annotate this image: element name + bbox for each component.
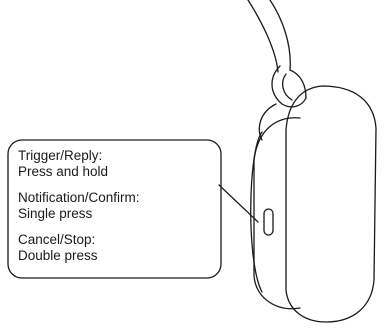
callout: Trigger/Reply: Press and hold Notificati… (8, 140, 221, 278)
cancel-stop-instruction: Cancel/Stop: Double press (18, 232, 98, 263)
notification-confirm-label: Notification/Confirm: (18, 190, 140, 205)
earcup-ring (258, 103, 277, 141)
notification-confirm-instruction: Notification/Confirm: Single press (18, 190, 140, 221)
callout-box (7, 139, 222, 279)
multifunction-button (263, 208, 274, 236)
inner-cushion (253, 117, 301, 310)
headband (269, 0, 291, 71)
yoke-inner (281, 73, 293, 101)
trigger-reply-instruction: Trigger/Reply: Press and hold (18, 148, 108, 179)
trigger-reply-label: Trigger/Reply: (18, 148, 103, 163)
cancel-stop-action: Double press (18, 247, 98, 263)
outer-earcup (285, 85, 377, 323)
headband-inner-edge (247, 0, 279, 73)
callout-leader (218, 184, 259, 223)
notification-confirm-action: Single press (18, 205, 93, 221)
yoke (271, 65, 307, 108)
cancel-stop-label: Cancel/Stop: (18, 232, 96, 247)
trigger-reply-action: Press and hold (18, 163, 109, 179)
